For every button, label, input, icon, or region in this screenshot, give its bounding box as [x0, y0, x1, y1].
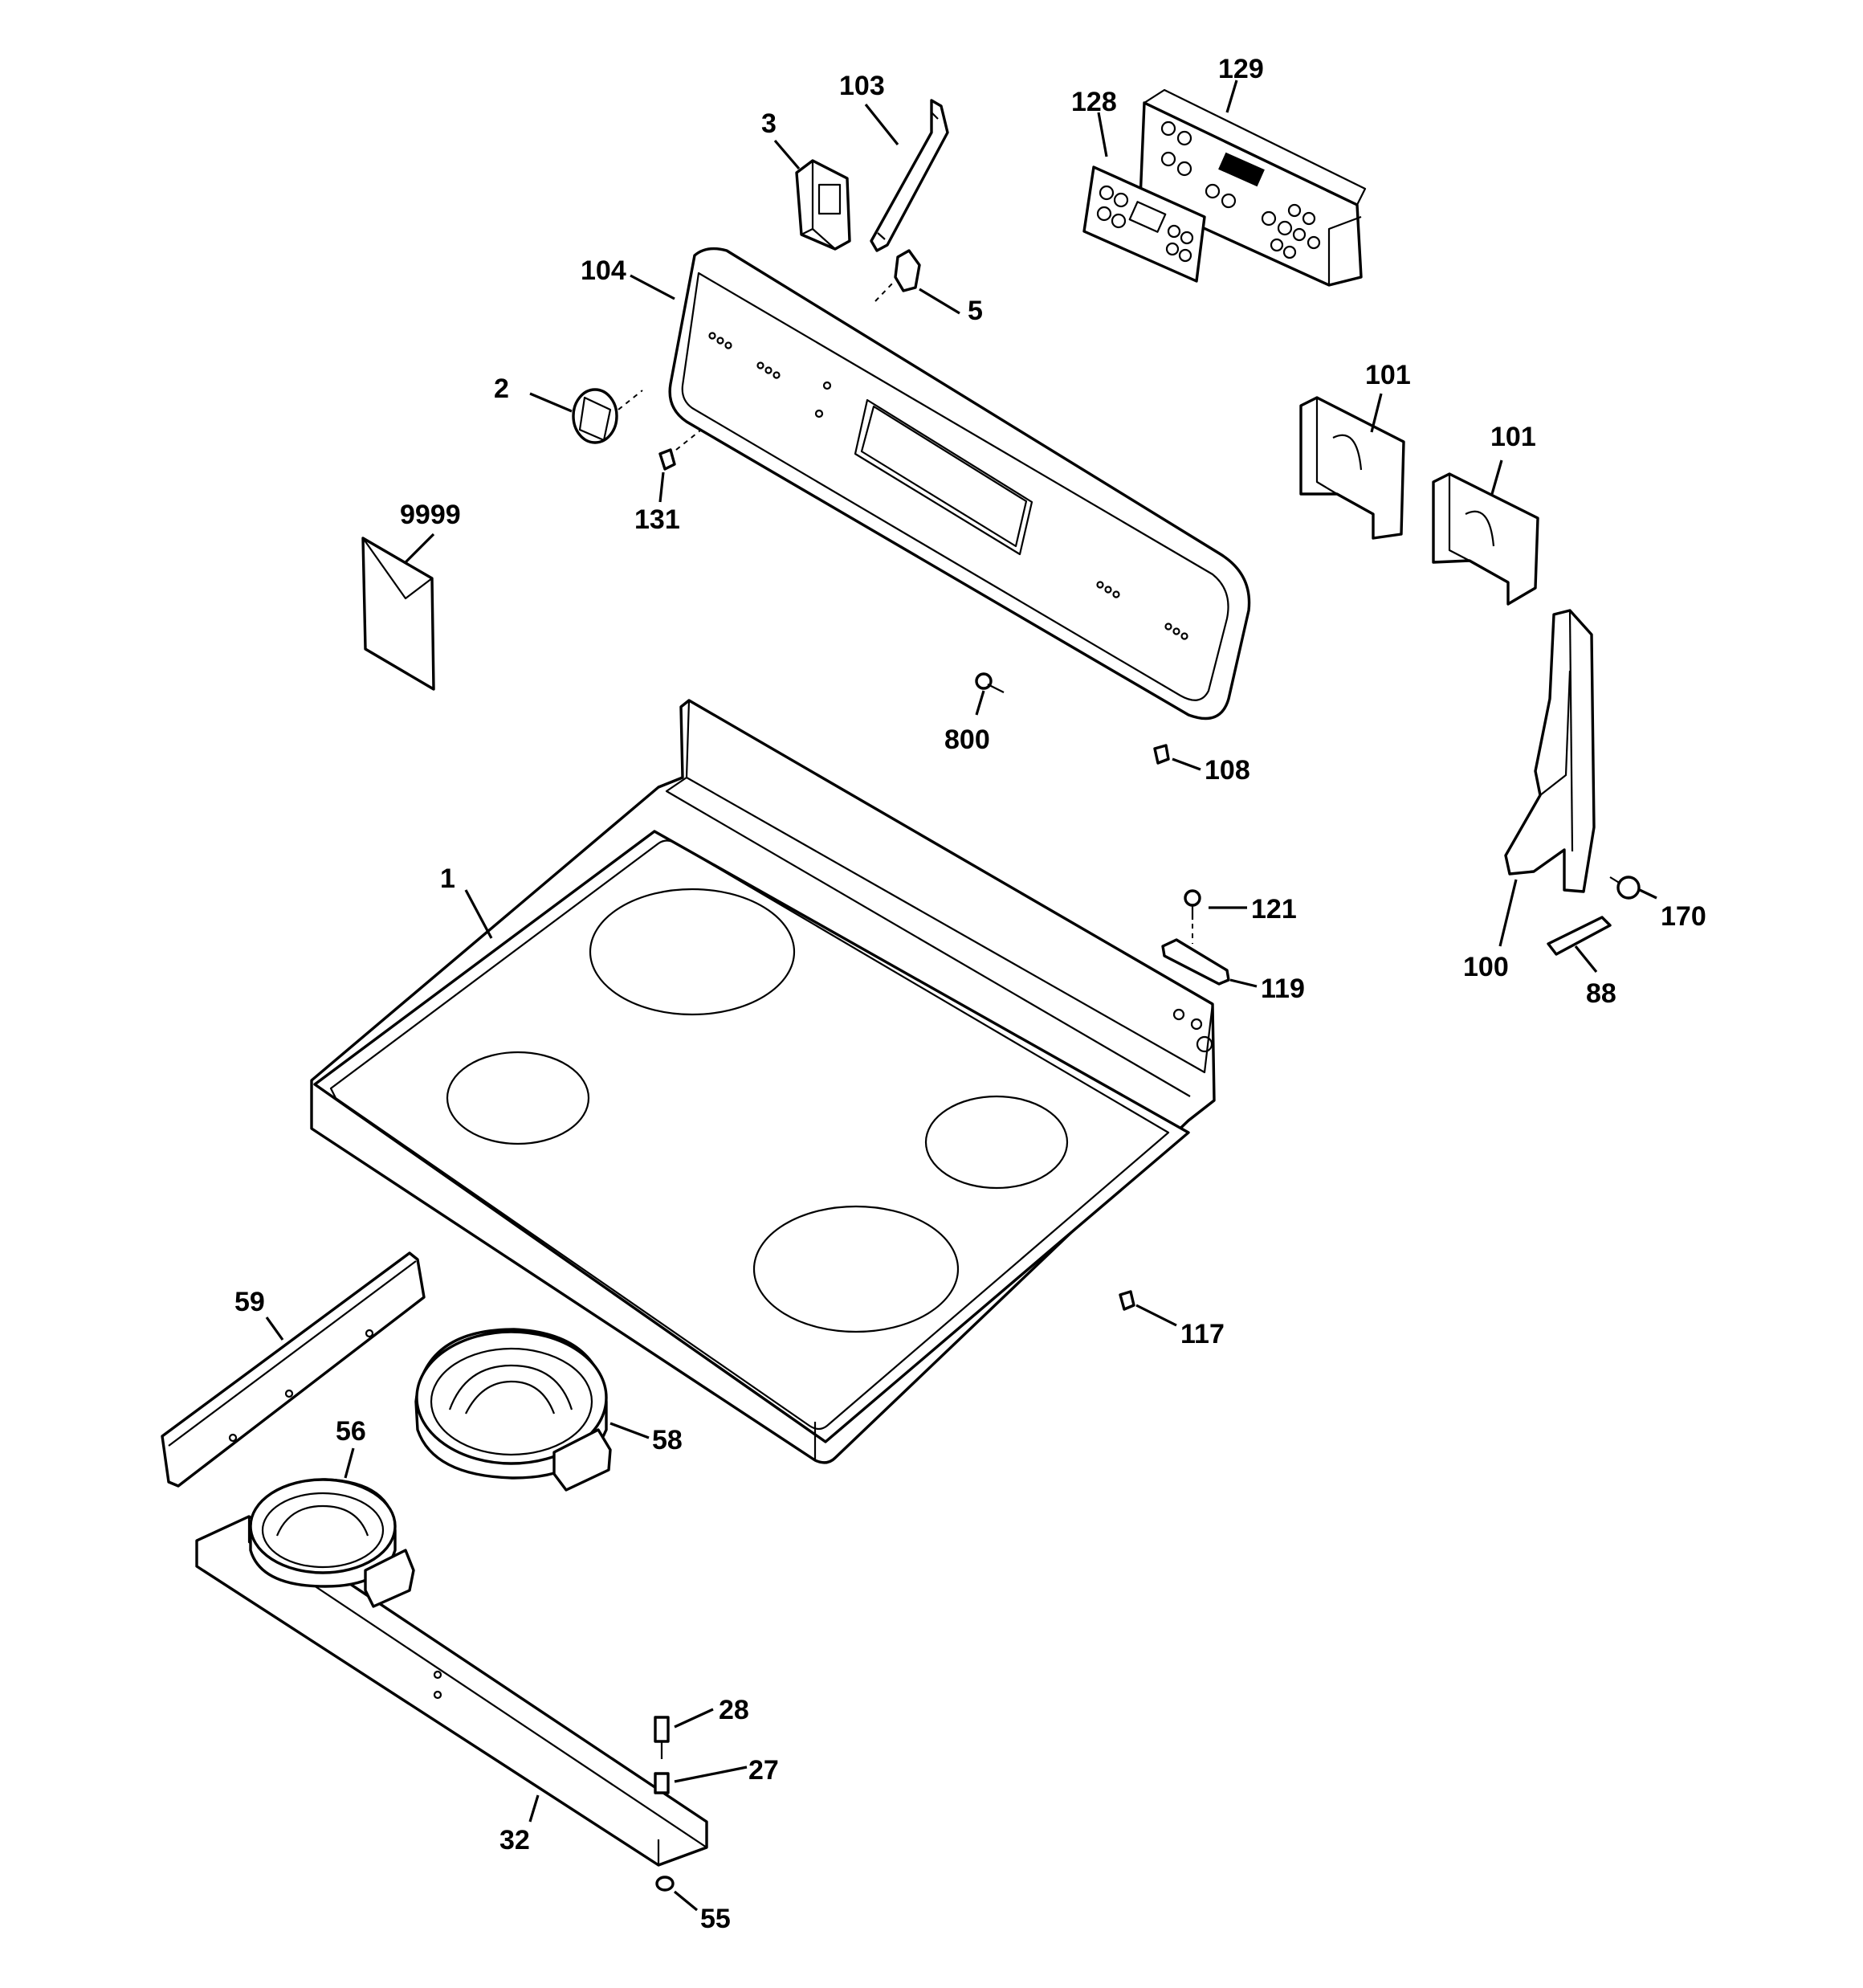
part-131 [658, 430, 701, 471]
label-56: 56 [336, 1416, 366, 1447]
side-trim-100 [1504, 609, 1596, 893]
label-119: 119 [1261, 974, 1305, 1004]
label-9999: 9999 [400, 500, 461, 530]
label-103: 103 [839, 71, 885, 101]
label-101-a: 101 [1365, 360, 1411, 390]
control-overlay [1082, 165, 1206, 283]
label-88: 88 [1586, 978, 1616, 1009]
label-5: 5 [968, 296, 983, 326]
nut-108 [1153, 744, 1170, 765]
backsplash-panel [668, 247, 1251, 720]
nut-55 [655, 1876, 675, 1892]
label-104: 104 [581, 255, 626, 286]
label-100: 100 [1463, 952, 1509, 982]
label-117: 117 [1180, 1319, 1225, 1349]
screw-800 [975, 672, 1005, 693]
spacer-27 [654, 1772, 670, 1794]
panel-holes [708, 332, 1188, 640]
label-2: 2 [494, 374, 509, 404]
label-129: 129 [1218, 54, 1264, 84]
label-55: 55 [700, 1904, 731, 1934]
bracket-101-b [1432, 472, 1539, 606]
label-170: 170 [1661, 901, 1706, 932]
label-800: 800 [944, 725, 990, 755]
label-28: 28 [719, 1695, 749, 1725]
bracket-119 [1161, 938, 1230, 986]
wire-harness-103 [870, 99, 949, 252]
screw-170 [1609, 876, 1641, 900]
support-rail-59 [161, 1251, 426, 1488]
label-108: 108 [1205, 755, 1250, 786]
label-58: 58 [652, 1425, 683, 1455]
electronic-control-board [1139, 88, 1367, 287]
bracket-101-a [1299, 396, 1405, 540]
label-27: 27 [748, 1755, 779, 1786]
cooktop-main [310, 699, 1216, 1464]
label-1: 1 [440, 863, 455, 894]
nut-117 [1119, 1290, 1135, 1311]
label-128: 128 [1071, 87, 1117, 117]
switch-part-3 [795, 159, 851, 251]
label-131: 131 [634, 504, 680, 535]
label-101-b: 101 [1490, 422, 1536, 452]
switch-part-5 [874, 249, 921, 302]
element-bracket-32 [195, 1515, 708, 1867]
screw-121 [1184, 889, 1201, 944]
label-121: 121 [1251, 894, 1297, 925]
radiant-element-58 [414, 1328, 612, 1492]
literature-envelope [361, 537, 435, 691]
part-labels: 103 3 128 129 104 5 2 131 9999 101 101 8… [234, 54, 1706, 1934]
label-59: 59 [234, 1287, 265, 1317]
label-3: 3 [761, 108, 777, 139]
clip-88 [1547, 916, 1612, 956]
control-knob [572, 388, 643, 444]
bolt-28 [654, 1716, 670, 1759]
leader-lines [265, 80, 1657, 1912]
label-32: 32 [499, 1825, 530, 1855]
radiant-element-56 [249, 1478, 415, 1608]
